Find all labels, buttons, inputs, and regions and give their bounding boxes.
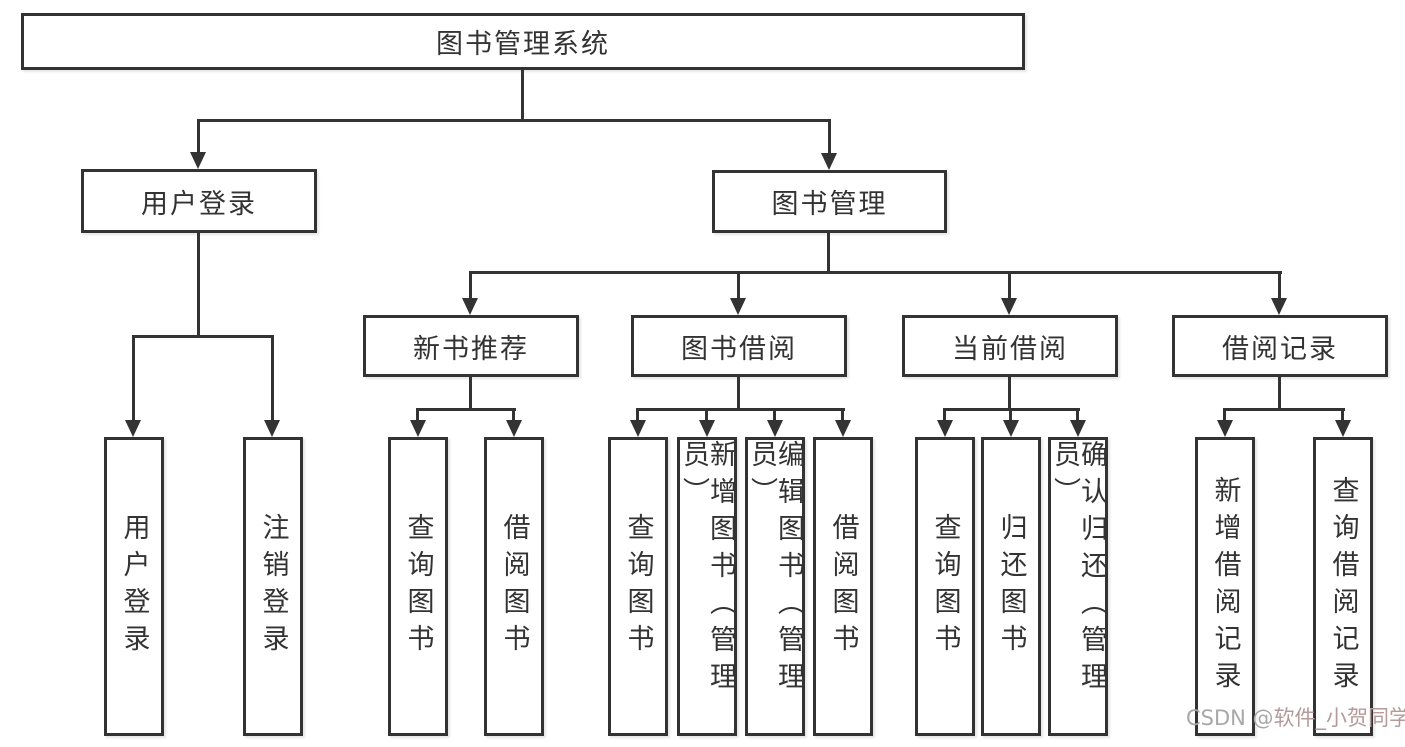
node-user-login: 用户登录 xyxy=(81,169,317,233)
arrow-down xyxy=(1271,298,1287,315)
arrow-down xyxy=(730,298,746,315)
arrow-down xyxy=(125,420,141,437)
connector-group-crossbar xyxy=(1224,408,1345,411)
arrow-down xyxy=(190,152,206,169)
leaf-label: 归还图书 xyxy=(995,512,1027,661)
connector-leaf-stem xyxy=(705,408,708,424)
arrow-down xyxy=(1070,420,1086,437)
connector-level3-stem xyxy=(469,271,472,300)
leaf-user-login: 用户登录 xyxy=(104,437,164,736)
leaf-label: 借阅图书 xyxy=(498,512,530,661)
connector-group-crossbar xyxy=(417,408,516,411)
leaf-query-books-recommend: 查询图书 xyxy=(388,437,448,736)
node-label: 图书借阅 xyxy=(681,333,797,365)
node-current-borrow: 当前借阅 xyxy=(902,315,1118,377)
connector-book-mgmt-down xyxy=(827,233,830,271)
connector-level3-stem xyxy=(1278,271,1281,300)
arrow-down xyxy=(1001,298,1017,315)
node-book-borrow: 图书借阅 xyxy=(631,315,847,377)
connector-leaf-stem xyxy=(1223,408,1226,424)
leaf-borrow-books: 借阅图书 xyxy=(813,437,873,736)
node-new-book-recommend: 新书推荐 xyxy=(363,315,579,377)
arrow-down xyxy=(630,420,646,437)
arrow-down xyxy=(821,153,837,170)
arrow-down xyxy=(1217,420,1233,437)
leaf-add-books-admin: 新增图书（管理员） xyxy=(677,437,737,736)
node-label: 图书管理系统 xyxy=(436,29,610,60)
arrow-down xyxy=(264,420,280,437)
watermark-prefix: CSDN @ xyxy=(1186,706,1274,730)
node-label: 新书推荐 xyxy=(413,333,529,365)
connector-leaf-stem xyxy=(841,408,844,424)
leaf-return-books: 归还图书 xyxy=(981,437,1041,736)
leaf-query-books-borrow: 查询图书 xyxy=(608,437,668,736)
connector-root-stem xyxy=(521,70,524,119)
connector-leaf-stem xyxy=(416,408,419,424)
connector-level3-crossbar xyxy=(471,271,1282,274)
connector-leaf-stem xyxy=(773,408,776,424)
leaf-label: 借阅图书 xyxy=(827,512,859,661)
leaf-borrow-books-recommend: 借阅图书 xyxy=(484,437,544,736)
leaf-label: 用户登录 xyxy=(118,512,150,661)
connector-user-login-crossbar xyxy=(133,335,274,338)
connector-book-mgmt-stem xyxy=(828,119,831,155)
arrow-down xyxy=(937,420,953,437)
arrow-down xyxy=(699,420,715,437)
connector-group-down xyxy=(1008,377,1011,408)
connector-leaf-stem xyxy=(132,335,135,424)
leaf-label: 编辑图书（管理员） xyxy=(746,440,804,699)
connector-leaf-stem xyxy=(271,335,274,424)
arrow-down xyxy=(1003,420,1019,437)
connector-leaf-stem xyxy=(943,408,946,424)
arrow-down xyxy=(506,420,522,437)
node-book-management: 图书管理 xyxy=(712,170,947,233)
connector-group-down xyxy=(737,377,740,408)
leaf-label: 查询图书 xyxy=(929,512,961,661)
leaf-edit-books-admin: 编辑图书（管理员） xyxy=(745,437,805,736)
connector-leaf-stem xyxy=(636,408,639,424)
connector-user-login-down xyxy=(197,233,200,335)
leaf-label: 确认归还（管理员） xyxy=(1049,440,1107,699)
arrow-down xyxy=(835,420,851,437)
connector-leaf-stem xyxy=(1076,408,1079,424)
node-label: 借阅记录 xyxy=(1222,333,1338,365)
arrow-down xyxy=(410,420,426,437)
node-borrow-records: 借阅记录 xyxy=(1172,315,1388,377)
leaf-label: 查询借阅记录 xyxy=(1327,475,1359,698)
leaf-add-borrow-record: 新增借阅记录 xyxy=(1195,437,1255,736)
connector-leaf-stem xyxy=(1341,408,1344,424)
connector-user-login-stem xyxy=(197,119,200,155)
leaf-query-books-current: 查询图书 xyxy=(915,437,975,736)
csdn-watermark: CSDN @软件_小贺同学 xyxy=(1186,702,1405,732)
connector-level3-stem xyxy=(1008,271,1011,300)
connector-root-crossbar xyxy=(198,119,830,122)
leaf-logout: 注销登录 xyxy=(243,437,303,736)
arrow-down xyxy=(462,298,478,315)
arrow-down xyxy=(1335,420,1351,437)
connector-leaf-stem xyxy=(1009,408,1012,424)
leaf-query-borrow-record: 查询借阅记录 xyxy=(1313,437,1373,736)
connector-level3-stem xyxy=(737,271,740,300)
node-root-library-management-system: 图书管理系统 xyxy=(21,13,1025,70)
leaf-confirm-return-admin: 确认归还（管理员） xyxy=(1048,437,1108,736)
node-label: 当前借阅 xyxy=(952,333,1068,365)
watermark-author: 软件_小贺同学 xyxy=(1273,706,1405,730)
node-label: 图书管理 xyxy=(771,189,888,220)
leaf-label: 新增图书（管理员） xyxy=(678,440,736,699)
leaf-label: 新增借阅记录 xyxy=(1209,475,1241,698)
connector-group-down xyxy=(469,377,472,408)
node-label: 用户登录 xyxy=(141,188,257,220)
arrow-down xyxy=(767,420,783,437)
connector-group-crossbar xyxy=(637,408,845,411)
connector-group-down xyxy=(1278,377,1281,408)
leaf-label: 注销登录 xyxy=(257,512,289,661)
leaf-label: 查询图书 xyxy=(622,512,654,661)
connector-group-crossbar xyxy=(944,408,1080,411)
connector-leaf-stem xyxy=(512,408,515,424)
leaf-label: 查询图书 xyxy=(402,512,434,661)
